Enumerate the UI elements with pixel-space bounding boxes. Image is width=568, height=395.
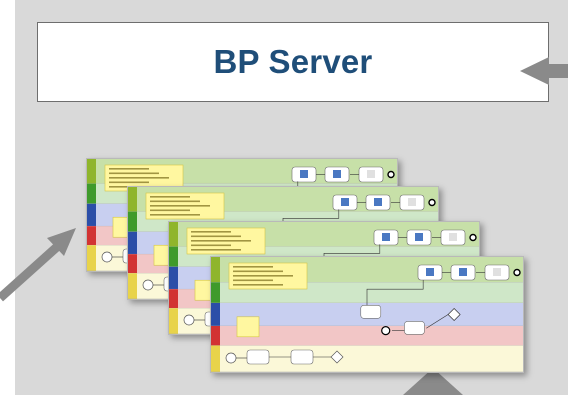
swimlane-header <box>87 245 96 271</box>
gateway <box>447 308 461 321</box>
task-icon <box>426 268 434 276</box>
end-event <box>513 268 521 277</box>
swimlane-header <box>128 254 137 274</box>
start-event <box>142 279 154 291</box>
swimlane-header <box>87 159 96 184</box>
task-icon <box>408 198 416 206</box>
arrow-diagonal-icon <box>0 228 76 302</box>
start-event <box>183 314 195 326</box>
start-event <box>225 352 237 364</box>
swimlane-band <box>211 326 523 346</box>
swimlane-header <box>128 187 137 212</box>
swimlane-header <box>169 308 178 334</box>
swimlane-header <box>128 211 137 232</box>
task-icon <box>374 198 382 206</box>
bp-server-box: BP Server <box>37 22 549 102</box>
swimlane-header <box>169 222 178 247</box>
swimlane-header <box>169 246 178 267</box>
swimlane-header <box>128 273 137 299</box>
gateway <box>330 350 344 364</box>
task-node <box>360 304 382 319</box>
swimlane-header <box>87 203 96 227</box>
swimlane-header <box>128 231 137 255</box>
task-icon <box>367 170 375 178</box>
task-icon <box>493 268 501 276</box>
task-icon <box>415 233 423 241</box>
task-icon <box>300 170 308 178</box>
swimlane-header <box>87 226 96 246</box>
task-node <box>290 349 314 365</box>
task-icon <box>333 170 341 178</box>
swimlane-header <box>211 282 220 303</box>
page-title: BP Server <box>213 43 373 80</box>
end-event <box>469 233 477 242</box>
bpmn-canvas <box>211 257 523 372</box>
start-event <box>101 251 113 263</box>
task-icon <box>341 198 349 206</box>
end-event <box>387 170 395 179</box>
task-node <box>404 321 425 335</box>
note-box-small <box>236 316 260 338</box>
swimlane-header <box>211 257 220 283</box>
swimlane-header <box>211 303 220 326</box>
arrow-up-icon <box>403 368 463 395</box>
task-node <box>246 349 270 365</box>
swimlane-header <box>169 289 178 309</box>
arrow-right-icon <box>520 57 568 85</box>
swimlane-header <box>211 326 220 346</box>
swimlane-header <box>211 345 220 372</box>
event <box>381 325 391 336</box>
swimlane-header <box>169 266 178 290</box>
task-icon <box>449 233 457 241</box>
task-icon <box>459 268 467 276</box>
process-diagram-4[interactable] <box>210 256 524 373</box>
swimlane-header <box>87 183 96 204</box>
end-event <box>428 198 436 207</box>
task-icon <box>382 233 390 241</box>
